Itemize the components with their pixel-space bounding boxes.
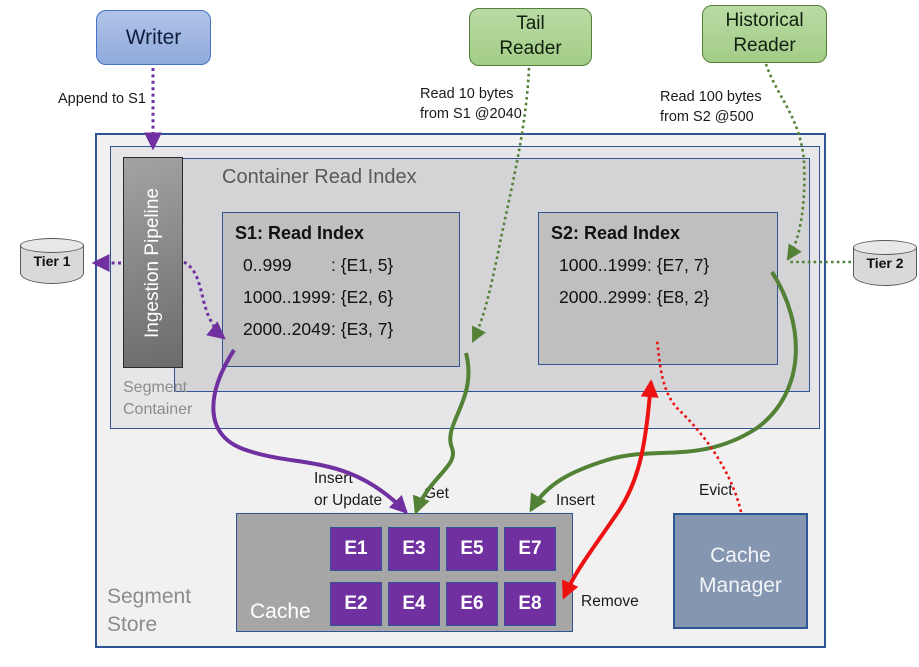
insert-or-update-label: Insert or Update xyxy=(314,468,382,511)
container-read-index-title: Container Read Index xyxy=(222,166,417,188)
cache-cell-e7: E7 xyxy=(504,527,556,571)
historical-read-label-line1: Read 100 bytes xyxy=(660,89,762,105)
tier2-storage-cylinder: Tier 2 xyxy=(853,240,917,286)
segment-store-label-line1: Segment xyxy=(107,585,192,608)
historical-reader-line2: Reader xyxy=(733,35,796,56)
historical-reader-line1: Historical xyxy=(725,10,804,32)
s2-row-range: 1000..1999 xyxy=(559,255,647,275)
tail-reader-line2: Reader xyxy=(499,38,562,59)
cache-manager-line2: Manager xyxy=(699,574,782,597)
segment-container-label-line2: Container xyxy=(123,400,193,418)
get-label: Get xyxy=(424,485,449,502)
s1-read-index-title: S1: Read Index xyxy=(235,223,365,243)
s1-index-row: 0..999 : {E1, 5} xyxy=(235,255,459,276)
tier1-cylinder-top xyxy=(20,238,84,253)
ingestion-pipeline-label: Ingestion Pipeline xyxy=(142,187,163,338)
historical-reader-node: Historical Reader xyxy=(702,5,827,63)
cache-cell-e4: E4 xyxy=(388,582,440,626)
tier1-cylinder-body xyxy=(20,245,84,284)
segment-store-label: Segment Store xyxy=(107,583,191,640)
s1-row-entry: : {E1, 5} xyxy=(331,255,394,275)
s1-row-range: 0..999 xyxy=(243,255,292,275)
insert-or-update-line2: or Update xyxy=(314,491,383,509)
segment-store-label-line2: Store xyxy=(107,613,158,637)
insert-or-update-line1: Insert xyxy=(314,470,353,487)
tier2-cylinder-body xyxy=(853,247,917,286)
tail-reader-node: Tail Reader xyxy=(469,8,592,66)
tail-read-label-line1: Read 10 bytes xyxy=(420,86,514,102)
ingestion-pipeline-box: Ingestion Pipeline xyxy=(123,157,183,368)
s1-row-range: 2000..2049 xyxy=(243,319,331,339)
s2-row-range: 2000..2999 xyxy=(559,287,647,307)
cache-cell-e8: E8 xyxy=(504,582,556,626)
cache-cell-e1: E1 xyxy=(330,527,382,571)
s1-index-row: 2000..2049: {E3, 7} xyxy=(235,319,459,340)
evict-label: Evict xyxy=(699,482,733,499)
cache-cell-e3: E3 xyxy=(388,527,440,571)
s2-read-index-box: S2: Read Index 1000..1999: {E7, 7} 2000.… xyxy=(538,212,778,365)
s1-index-row: 1000..1999: {E2, 6} xyxy=(235,287,459,308)
cache-manager-node: Cache Manager xyxy=(673,513,808,629)
remove-label: Remove xyxy=(581,593,639,610)
s2-row-entry: : {E8, 2} xyxy=(647,287,710,307)
cache-cell-e6: E6 xyxy=(446,582,498,626)
cache-label: Cache xyxy=(250,600,311,623)
tier1-label: Tier 1 xyxy=(33,253,71,269)
historical-read-label: Read 100 bytes from S2 @500 xyxy=(660,87,762,128)
writer-node: Writer xyxy=(96,10,211,65)
s2-read-index-title: S2: Read Index xyxy=(551,223,681,243)
tier2-cylinder-top xyxy=(853,240,917,255)
tail-read-label-line2: from S1 @2040 xyxy=(420,106,522,123)
cache-manager-line1: Cache xyxy=(710,543,771,567)
s1-row-entry: : {E2, 6} xyxy=(331,287,394,307)
s1-row-range: 1000..1999 xyxy=(243,287,331,307)
cache-cell-e5: E5 xyxy=(446,527,498,571)
segment-container-label-line1: Segment xyxy=(123,379,188,396)
cache-cell-e2: E2 xyxy=(330,582,382,626)
segment-container-label: Segment Container xyxy=(123,377,192,420)
s2-index-row: 1000..1999: {E7, 7} xyxy=(551,255,777,276)
s1-read-index-box: S1: Read Index 0..999 : {E1, 5} 1000..199… xyxy=(222,212,460,367)
tail-reader-line1: Tail xyxy=(516,13,545,35)
historical-read-label-line2: from S2 @500 xyxy=(660,109,754,126)
s2-index-row: 2000..2999: {E8, 2} xyxy=(551,287,777,308)
insert-label: Insert xyxy=(556,492,595,509)
s2-row-entry: : {E7, 7} xyxy=(647,255,710,275)
tail-read-label: Read 10 bytes from S1 @2040 xyxy=(420,84,522,125)
s1-row-entry: : {E3, 7} xyxy=(331,319,394,339)
tier1-storage-cylinder: Tier 1 xyxy=(20,238,84,284)
append-to-s1-label: Append to S1 xyxy=(58,91,146,107)
tier2-label: Tier 2 xyxy=(866,255,904,271)
